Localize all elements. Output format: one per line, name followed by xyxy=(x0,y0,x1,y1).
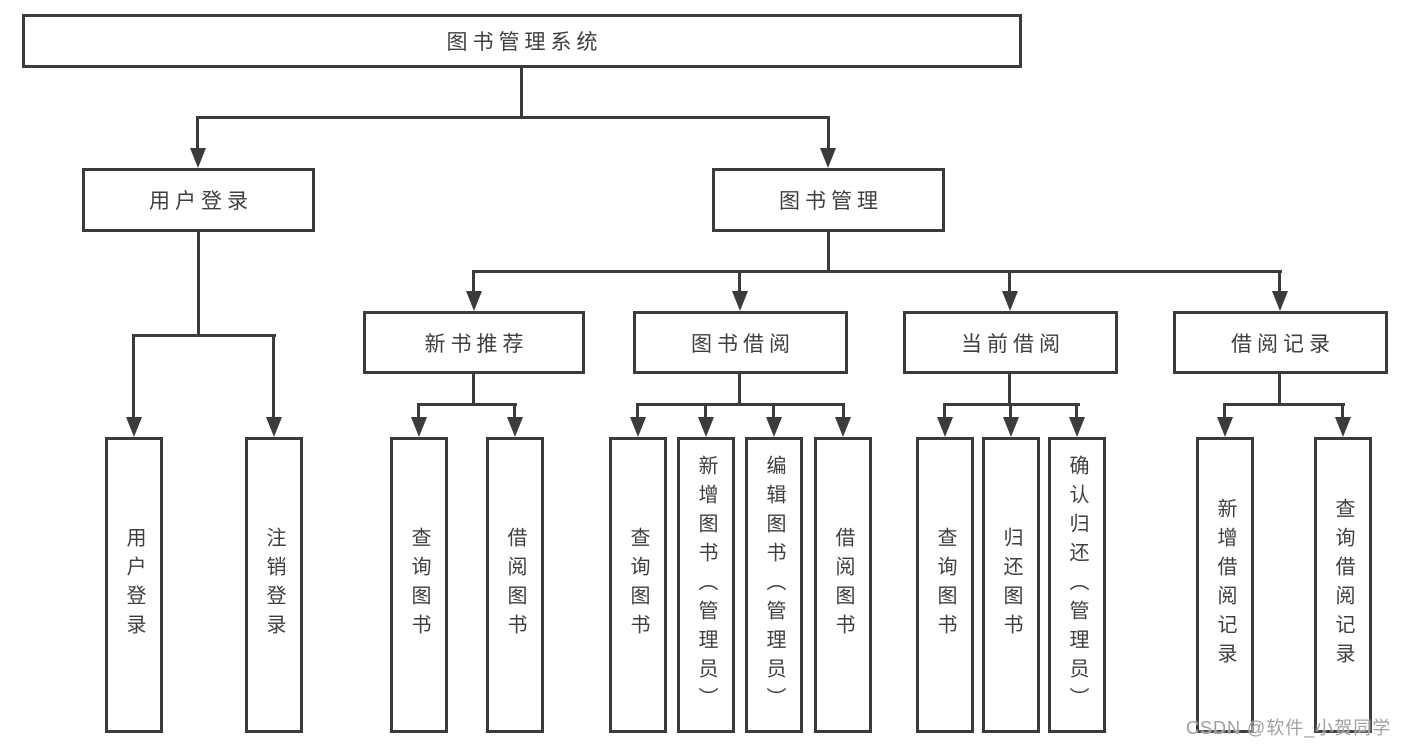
drop-line xyxy=(772,403,775,421)
arrowhead-icon xyxy=(698,417,714,437)
node-leaf-query-books-borrowing: 查询图书 xyxy=(609,437,667,733)
leaf-label: 确认归还（管理员） xyxy=(1066,454,1088,716)
leaf-label: 查询借阅记录 xyxy=(1332,498,1354,672)
drop-line xyxy=(1341,403,1344,421)
leaf-label: 借阅图书 xyxy=(504,527,526,643)
trunk-line xyxy=(1008,372,1011,406)
arrowhead-icon xyxy=(766,417,782,437)
leaf-label: 借阅图书 xyxy=(832,527,854,643)
arrowhead-icon xyxy=(1335,417,1351,437)
arrowhead-icon xyxy=(190,148,206,168)
node-leaf-borrow-books-recommend: 借阅图书 xyxy=(486,437,544,733)
node-current-borrowing: 当前借阅 xyxy=(903,311,1118,374)
node-user-login: 用户登录 xyxy=(82,168,315,232)
node-leaf-edit-book-admin: 编辑图书（管理员） xyxy=(745,437,803,733)
node-book-management: 图书管理 xyxy=(712,168,945,232)
node-leaf-user-login: 用户登录 xyxy=(105,437,163,733)
drop-line xyxy=(636,403,639,421)
branch-bar xyxy=(196,116,830,119)
arrowhead-icon xyxy=(937,417,953,437)
node-leaf-return-book: 归还图书 xyxy=(982,437,1040,733)
node-book-borrowing: 图书借阅 xyxy=(633,311,848,374)
drop-line xyxy=(842,403,845,421)
arrowhead-icon xyxy=(1002,291,1018,311)
node-leaf-confirm-return-admin: 确认归还（管理员） xyxy=(1048,437,1106,733)
drop-line xyxy=(1223,403,1226,421)
drop-line xyxy=(272,334,275,420)
arrowhead-icon xyxy=(1217,417,1233,437)
arrowhead-icon xyxy=(1003,417,1019,437)
node-leaf-add-borrow-record: 新增借阅记录 xyxy=(1196,437,1254,733)
arrowhead-icon xyxy=(411,417,427,437)
arrowhead-icon xyxy=(266,417,282,437)
drop-line xyxy=(738,270,741,295)
node-leaf-add-book-admin: 新增图书（管理员） xyxy=(677,437,735,733)
node-new-book-recommend: 新书推荐 xyxy=(363,311,585,374)
arrowhead-icon xyxy=(820,148,836,168)
drop-line xyxy=(513,403,516,421)
arrowhead-icon xyxy=(835,417,851,437)
node-leaf-query-books-recommend: 查询图书 xyxy=(390,437,448,733)
drop-line xyxy=(943,403,946,421)
trunk-line xyxy=(738,372,741,406)
arrowhead-icon xyxy=(1069,417,1085,437)
leaf-label: 查询图书 xyxy=(408,527,430,643)
leaf-label: 新增图书（管理员） xyxy=(695,454,717,716)
drop-line xyxy=(472,270,475,295)
node-leaf-query-borrow-record: 查询借阅记录 xyxy=(1314,437,1372,733)
branch-bar xyxy=(472,270,1282,273)
branch-bar xyxy=(417,403,517,406)
drop-line xyxy=(196,116,199,152)
node-root: 图书管理系统 xyxy=(22,14,1022,68)
trunk-line xyxy=(1278,372,1281,406)
arrowhead-icon xyxy=(1272,291,1288,311)
trunk-line xyxy=(197,230,200,337)
node-leaf-borrow-books: 借阅图书 xyxy=(814,437,872,733)
trunk-line xyxy=(520,66,523,118)
drop-line xyxy=(1075,403,1078,421)
drop-line xyxy=(417,403,420,421)
arrowhead-icon xyxy=(630,417,646,437)
arrowhead-icon xyxy=(507,417,523,437)
trunk-line xyxy=(472,372,475,406)
leaf-label: 编辑图书（管理员） xyxy=(763,454,785,716)
branch-bar xyxy=(132,334,276,337)
branch-bar xyxy=(1223,403,1345,406)
node-borrowing-records: 借阅记录 xyxy=(1173,311,1388,374)
csdn-watermark: CSDN @软件_小贺同学 xyxy=(1186,718,1392,738)
leaf-label: 归还图书 xyxy=(1000,527,1022,643)
drop-line xyxy=(1278,270,1281,295)
drop-line xyxy=(1009,403,1012,421)
branch-bar xyxy=(636,403,845,406)
leaf-label: 新增借阅记录 xyxy=(1214,498,1236,672)
arrowhead-icon xyxy=(466,291,482,311)
leaf-label: 注销登录 xyxy=(263,527,285,643)
drop-line xyxy=(1008,270,1011,295)
drop-line xyxy=(132,334,135,420)
leaf-label: 查询图书 xyxy=(627,527,649,643)
trunk-line xyxy=(827,230,830,273)
drop-line xyxy=(827,116,830,152)
node-leaf-query-books-current: 查询图书 xyxy=(916,437,974,733)
arrowhead-icon xyxy=(126,417,142,437)
node-leaf-logout: 注销登录 xyxy=(245,437,303,733)
leaf-label: 用户登录 xyxy=(123,527,145,643)
drop-line xyxy=(704,403,707,421)
leaf-label: 查询图书 xyxy=(934,527,956,643)
arrowhead-icon xyxy=(732,291,748,311)
